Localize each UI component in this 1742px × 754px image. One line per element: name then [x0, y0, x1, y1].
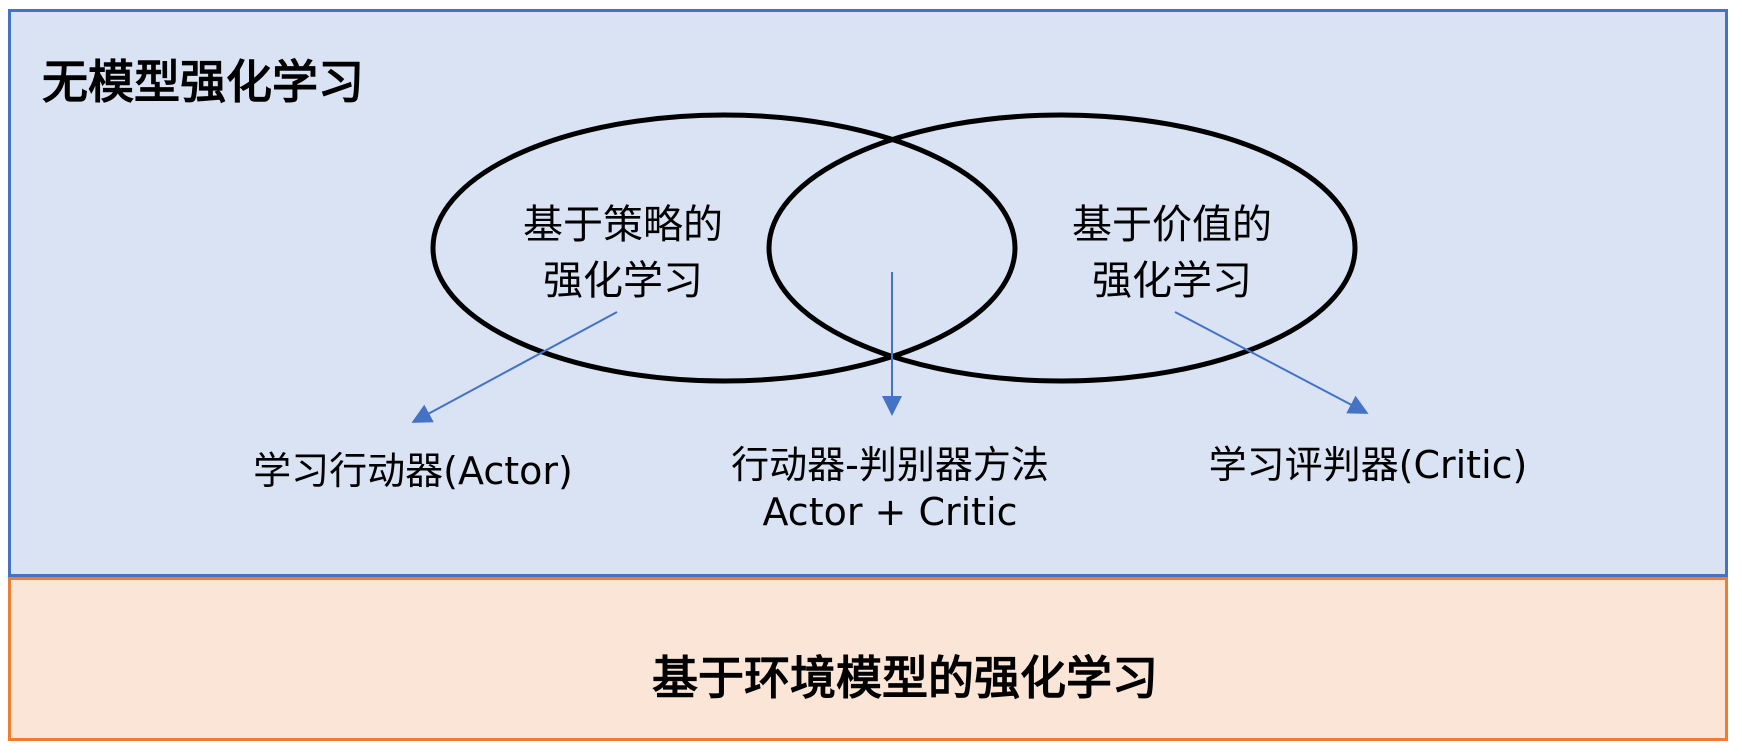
value-based-ellipse [766, 112, 1358, 384]
model-based-title: 基于环境模型的强化学习 [652, 651, 1158, 705]
arrow-to-actor [411, 311, 618, 423]
value-based-label-line1: 基于价值的 [1072, 202, 1272, 248]
actor-label: 学习行动器(Actor) [253, 449, 573, 493]
critic-label: 学习评判器(Critic) [1208, 443, 1528, 487]
policy-based-label-line2: 强化学习 [543, 258, 703, 304]
actor-critic-label-line1: 行动器-判别器方法 [731, 443, 1049, 487]
model-based-panel [8, 577, 1728, 741]
model-free-title: 无模型强化学习 [42, 55, 364, 109]
model-free-panel [8, 9, 1728, 577]
actor-critic-label-line2: Actor + Critic [762, 490, 1018, 534]
value-based-label-line2: 强化学习 [1092, 258, 1252, 304]
policy-based-label-line1: 基于策略的 [523, 202, 723, 248]
policy-based-ellipse [430, 112, 1018, 384]
arrow-to-critic [1174, 311, 1369, 414]
